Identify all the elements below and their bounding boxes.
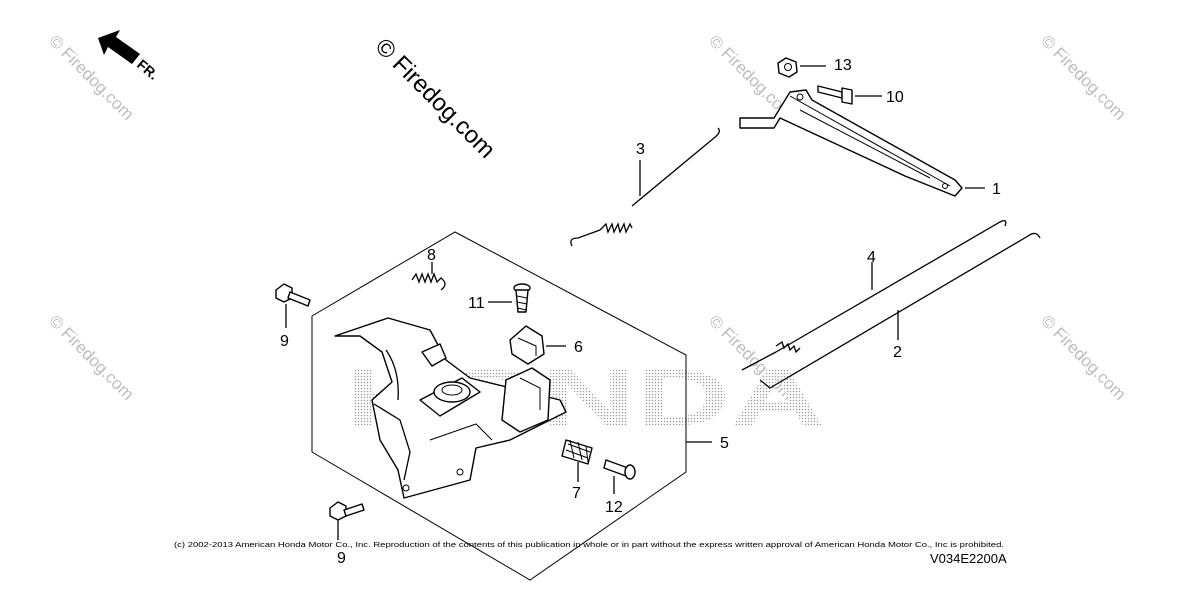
front-arrow-icon <box>98 30 140 64</box>
part-4-choke-rod <box>741 220 1007 371</box>
part-9-bolt-lower <box>329 501 365 540</box>
part-5-control-base <box>334 317 567 499</box>
watermark-repeat: © Firedog.com <box>1037 31 1129 123</box>
part-2-throttle-rod <box>759 232 1041 389</box>
callout-10: 10 <box>886 89 904 106</box>
callout-8: 8 <box>427 247 436 264</box>
part-8-spring <box>411 262 446 291</box>
part-10-bolt <box>817 85 882 105</box>
callout-9-upper: 9 <box>280 333 289 350</box>
callout-2: 2 <box>893 344 902 361</box>
part-11-screw <box>488 283 531 313</box>
part-7-spring <box>561 439 593 482</box>
watermark-layer: © Firedog.com © Firedog.com © Firedog.co… <box>45 31 1129 403</box>
callout-7: 7 <box>572 485 581 502</box>
part-6-clip <box>509 325 566 365</box>
callout-5: 5 <box>720 435 729 452</box>
watermark-repeat: © Firedog.com <box>1037 311 1129 403</box>
front-label: FR. <box>134 56 162 83</box>
diagram-code: V034E2200A <box>930 551 1007 566</box>
copyright-notice: (c) 2002-2013 American Honda Motor Co., … <box>174 540 1004 549</box>
watermark-repeat: © Firedog.com <box>45 311 137 403</box>
callout-12: 12 <box>605 499 623 516</box>
part-9-bolt-upper <box>275 283 311 328</box>
part-12-screw <box>603 459 636 494</box>
front-direction-indicator: FR. <box>98 30 162 83</box>
callout-11: 11 <box>468 295 485 312</box>
part-5-assembly-outline <box>311 231 712 581</box>
callout-labels: 1 2 3 4 5 6 7 8 9 9 10 11 12 13 <box>280 57 1001 567</box>
callout-6: 6 <box>574 339 583 356</box>
callout-9-lower: 9 <box>337 550 346 567</box>
callout-1: 1 <box>992 181 1001 198</box>
part-3-governor-spring <box>570 127 720 247</box>
part-1-control-arm <box>739 89 985 197</box>
watermark-main: © Firedog.com <box>370 33 501 164</box>
part-13-nut <box>777 57 826 78</box>
callout-3: 3 <box>636 141 645 158</box>
callout-13: 13 <box>834 57 852 74</box>
callout-4: 4 <box>867 249 876 266</box>
